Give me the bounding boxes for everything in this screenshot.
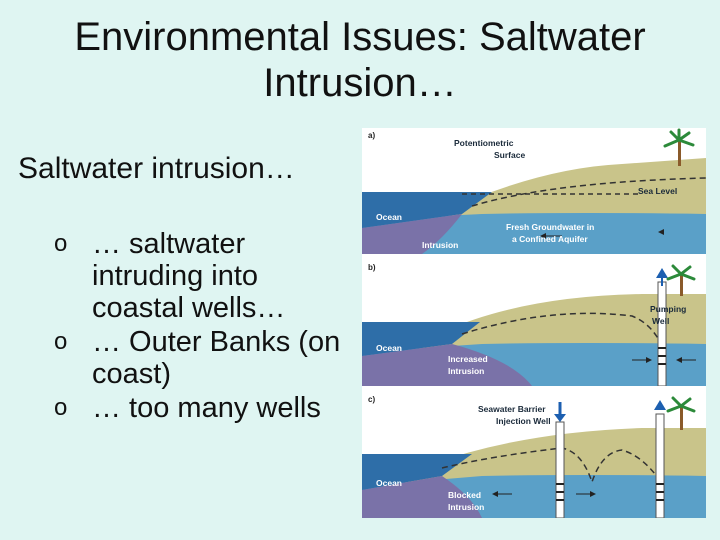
label-fresh-1: Fresh Groundwater in (506, 222, 594, 232)
injection-well (556, 422, 564, 518)
label-ocean: Ocean (376, 212, 402, 222)
palm-trunk (680, 274, 683, 296)
panel-b: b) Pumping Well Ocean Increased Intrusio… (362, 260, 706, 386)
bullet-item: o … Outer Banks (on coast) (54, 326, 354, 390)
panel-a: a) Potentiometric Surface Sea Level Ocea… (362, 128, 706, 254)
bullet-list: o … saltwater intruding into coastal well… (54, 228, 354, 426)
panel-c: c) Seawater Barrier Injection Well Ocean… (362, 392, 706, 518)
bullet-marker: o (54, 392, 67, 424)
label-intrusion: Intrusion (422, 240, 458, 250)
panel-a-letter: a) (368, 131, 375, 140)
saltwater-intrusion-figure: a) Potentiometric Surface Sea Level Ocea… (362, 128, 706, 518)
label-barrier-2: Injection Well (496, 416, 551, 426)
bullet-text: … Outer Banks (on coast) (92, 326, 340, 390)
label-ocean: Ocean (376, 478, 402, 488)
panel-b-letter: b) (368, 263, 376, 272)
bullet-text: … too many wells (92, 392, 321, 424)
lead-text: Saltwater intrusion… (18, 152, 348, 185)
bullet-item: o … too many wells (54, 392, 354, 424)
label-potentiometric: Potentiometric (454, 138, 514, 148)
label-blocked: Blocked (448, 490, 481, 500)
panel-c-letter: c) (368, 395, 375, 404)
label-barrier-1: Seawater Barrier (478, 404, 546, 414)
palm-trunk (680, 406, 683, 430)
label-pumping: Pumping (650, 304, 686, 314)
bullet-marker: o (54, 228, 67, 260)
label-fresh-2: a Confined Aquifer (512, 234, 588, 244)
label-surface: Surface (494, 150, 525, 160)
label-ocean: Ocean (376, 343, 402, 353)
label-intrusion: Intrusion (448, 366, 484, 376)
label-increased: Increased (448, 354, 488, 364)
bullet-marker: o (54, 326, 67, 358)
label-sea-level: Sea Level (638, 186, 677, 196)
label-well: Well (652, 316, 669, 326)
slide-title: Environmental Issues: Saltwater Intrusio… (20, 14, 700, 106)
bullet-text: … saltwater intruding into coastal wells… (92, 228, 285, 324)
label-intrusion: Intrusion (448, 502, 484, 512)
bullet-item: o … saltwater intruding into coastal well… (54, 228, 354, 324)
pumping-well (658, 282, 666, 386)
pumping-well (656, 414, 664, 518)
palm-trunk (678, 140, 681, 166)
